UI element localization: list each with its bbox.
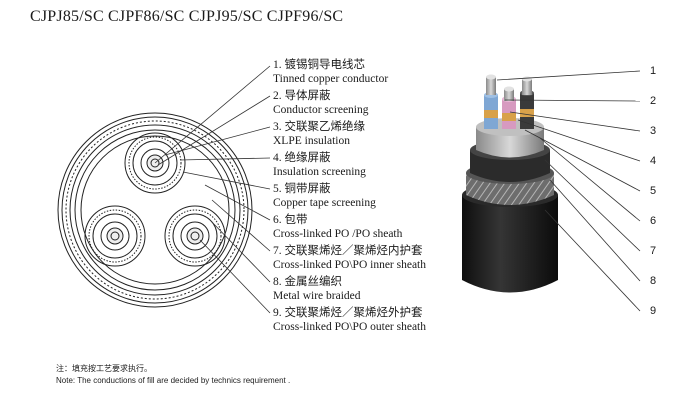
core-bottom-right: [164, 205, 226, 267]
callout-number-5: 5: [650, 185, 657, 197]
outer-sheath-inner-ring: [61, 116, 249, 304]
footnote-cn: 注：填充按工艺要求执行。: [56, 364, 152, 373]
callout-number-2: 2: [650, 95, 657, 107]
core-a: [484, 74, 498, 129]
callout-number-6: 6: [650, 215, 657, 227]
legend-item-1: 1. 镀锡铜导电线芯 Tinned copper conductor: [273, 59, 389, 85]
braid-ring: [65, 120, 245, 300]
outer-sheath-body: [462, 195, 558, 293]
legend-item-8: 8. 金属丝编织 Metal wire braided: [273, 276, 361, 302]
inner-sheath-ring-2: [74, 129, 236, 291]
legend-item-5: 5. 铜带屏蔽 Copper tape screening: [273, 183, 376, 209]
callout-number-4: 4: [650, 155, 657, 167]
callout-number-8: 8: [650, 275, 657, 287]
callout-number-7: 7: [650, 245, 657, 257]
core-c: [520, 76, 534, 129]
legend-item-4: 4. 绝缘屏蔽 Insulation screening: [273, 152, 366, 178]
callout-number-1: 1: [650, 65, 657, 77]
cable-side-view: [462, 74, 558, 293]
legend-item-3: 3. 交联聚乙烯绝缘 XLPE insulation: [273, 121, 365, 147]
core-bottom-left: [84, 205, 146, 267]
footnote: 注：填充按工艺要求执行。 Note: The conductions of fi…: [56, 363, 290, 387]
wrapping-tape-ring: [80, 135, 230, 285]
legend-item-6: 6. 包带 Cross-linked PO /PO sheath: [273, 214, 403, 240]
legend-item-7: 7. 交联聚烯烃／聚烯烃内护套 Cross-linked PO\PO inner…: [273, 245, 427, 271]
inner-sheath-ring: [69, 124, 241, 296]
callout-number-3: 3: [650, 125, 657, 137]
legend-item-2: 2. 导体屏蔽 Conductor screening: [273, 90, 369, 116]
footnote-en: Note: The conductions of fill are decide…: [56, 376, 291, 385]
legend-item-9: 9. 交联聚烯烃／聚烯烃外护套 Cross-linked PO\PO outer…: [273, 307, 427, 333]
core-b: [502, 86, 516, 129]
page-title: CJPJ85/SC CJPF86/SC CJPJ95/SC CJPF96/SC: [30, 8, 344, 25]
callout-number-9: 9: [650, 305, 657, 317]
